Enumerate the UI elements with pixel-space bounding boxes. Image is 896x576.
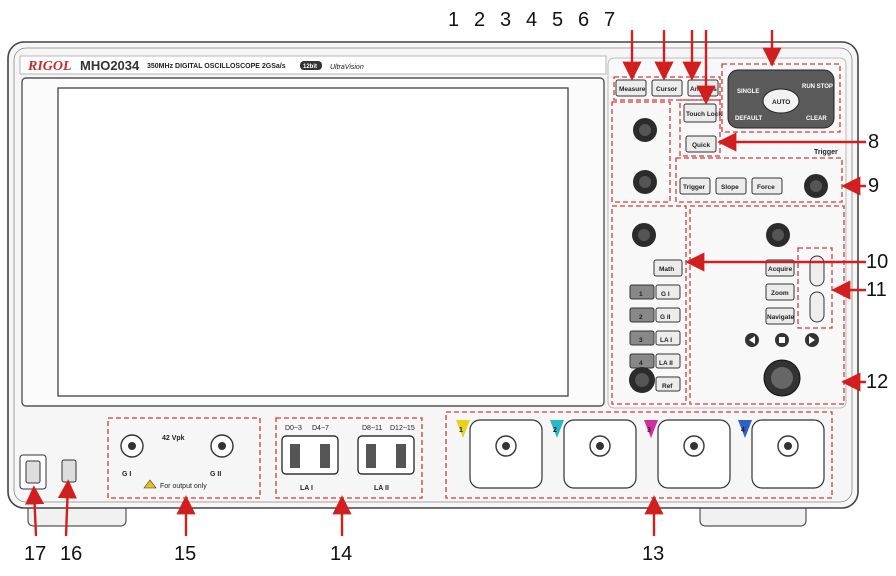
la-d0-3: D0~3 (285, 425, 302, 432)
callout-arrows (25, 30, 866, 537)
la-d4-7: D4~7 (312, 425, 329, 432)
callout-numbers: 1 2 3 4 5 6 7 8 9 10 11 12 13 14 15 16 1… (24, 9, 888, 565)
analysis-label: Analysis (690, 86, 717, 93)
ch1-input-label: 1 (459, 427, 463, 434)
bit-badge: 12bit (303, 64, 317, 70)
g1-button[interactable] (655, 284, 681, 300)
gen2-label: G II (210, 471, 221, 478)
trigger-label: Trigger (683, 184, 706, 191)
zoom-button[interactable] (765, 283, 795, 301)
la2-btn-label: LA II (659, 360, 673, 367)
ch4-input-label: 4 (741, 427, 745, 434)
callout-12: 12 (866, 371, 888, 393)
usb-c-port-lower-icon (809, 291, 825, 323)
callout-1: 1 (448, 9, 459, 31)
ch1-button[interactable] (629, 284, 655, 300)
la-d12-15: D12~15 (390, 425, 415, 432)
auto-button[interactable] (762, 88, 800, 114)
usb-host-port-icon (61, 459, 77, 483)
navigate-label: Navigate (767, 314, 794, 321)
horizontal-frame (689, 205, 845, 405)
auto-label: AUTO (772, 99, 790, 106)
ch3-button[interactable] (629, 330, 655, 346)
la1-btn-label: LA I (660, 337, 672, 344)
channel-inputs: 1 2 3 4 (456, 419, 825, 489)
callout-6: 6 (578, 9, 589, 31)
warning-icon (143, 479, 157, 489)
callout-16: 16 (60, 543, 82, 565)
callout-15: 15 (174, 543, 196, 565)
la1-label: LA I (300, 485, 313, 492)
gen-note: For output only (160, 483, 207, 490)
g2-button[interactable] (655, 307, 681, 323)
callout-10: 10 (866, 251, 888, 273)
callout-4: 4 (526, 9, 537, 31)
callout-7: 7 (604, 9, 615, 31)
trigger-title: Trigger (814, 149, 838, 156)
callout-14: 14 (330, 543, 352, 565)
g1-label: G I (661, 291, 670, 298)
run-stop-button[interactable]: RUN STOP (802, 84, 833, 90)
ref-button[interactable] (655, 376, 681, 392)
zoom-label: Zoom (771, 290, 789, 297)
gen-voltage: 42 Vpk (162, 435, 185, 442)
callout-2: 2 (474, 9, 485, 31)
ch3-input-label: 3 (647, 427, 651, 434)
default-button[interactable]: DEFAULT (735, 116, 763, 122)
callout-5: 5 (552, 9, 563, 31)
acquire-button[interactable] (765, 259, 795, 277)
usb-c-port-upper-icon (809, 255, 825, 287)
trigger-button[interactable] (679, 177, 711, 195)
touch-screen[interactable] (57, 87, 569, 397)
la1-button[interactable] (655, 330, 681, 346)
vertical-frame (611, 205, 687, 405)
quick-button[interactable] (685, 135, 717, 153)
force-button[interactable] (751, 177, 783, 195)
force-label: Force (757, 184, 775, 191)
callout-9: 9 (868, 175, 879, 197)
ref-label: Ref (662, 383, 673, 390)
navigate-button[interactable] (765, 307, 795, 325)
math-label: Math (659, 266, 674, 273)
clear-button[interactable]: CLEAR (806, 116, 827, 122)
callout-3: 3 (500, 9, 511, 31)
ch2-input-label: 2 (553, 427, 557, 434)
callout-17: 17 (24, 543, 46, 565)
model-name: MHO2034 (80, 58, 140, 73)
callout-11: 11 (866, 279, 887, 301)
la-d8-11: D8~11 (362, 425, 382, 432)
touch-lock-label: Touch Lock (686, 111, 722, 118)
ch1-label: 1 (639, 291, 643, 298)
ch4-label: 4 (639, 360, 643, 367)
callout-13: 13 (642, 543, 664, 565)
quick-label: Quick (692, 142, 710, 149)
la2-label: LA II (374, 485, 389, 492)
brand-logo: RIGOL (27, 59, 72, 74)
multipurpose-knobs-frame (611, 101, 671, 203)
ch2-label: 2 (639, 314, 643, 321)
ch3-label: 3 (639, 337, 643, 344)
slope-button[interactable] (715, 177, 747, 195)
la2-button[interactable] (655, 353, 681, 369)
g2-label: G II (660, 314, 671, 321)
analog-inputs-frame (445, 411, 833, 499)
acquire-label: Acquire (768, 266, 793, 273)
math-button[interactable] (653, 259, 683, 277)
ch2-button[interactable] (629, 307, 655, 323)
slope-label: Slope (721, 184, 739, 191)
single-button[interactable]: SINGLE (737, 89, 759, 95)
measure-label: Measure (619, 86, 646, 93)
spec-text: 350MHz DIGITAL OSCILLOSCOPE 2GSa/s (147, 63, 286, 70)
gen1-label: G I (122, 471, 131, 478)
cursor-label: Cursor (656, 86, 678, 93)
callout-8: 8 (868, 131, 879, 153)
ultravision-logo: UltraVision (330, 64, 364, 71)
